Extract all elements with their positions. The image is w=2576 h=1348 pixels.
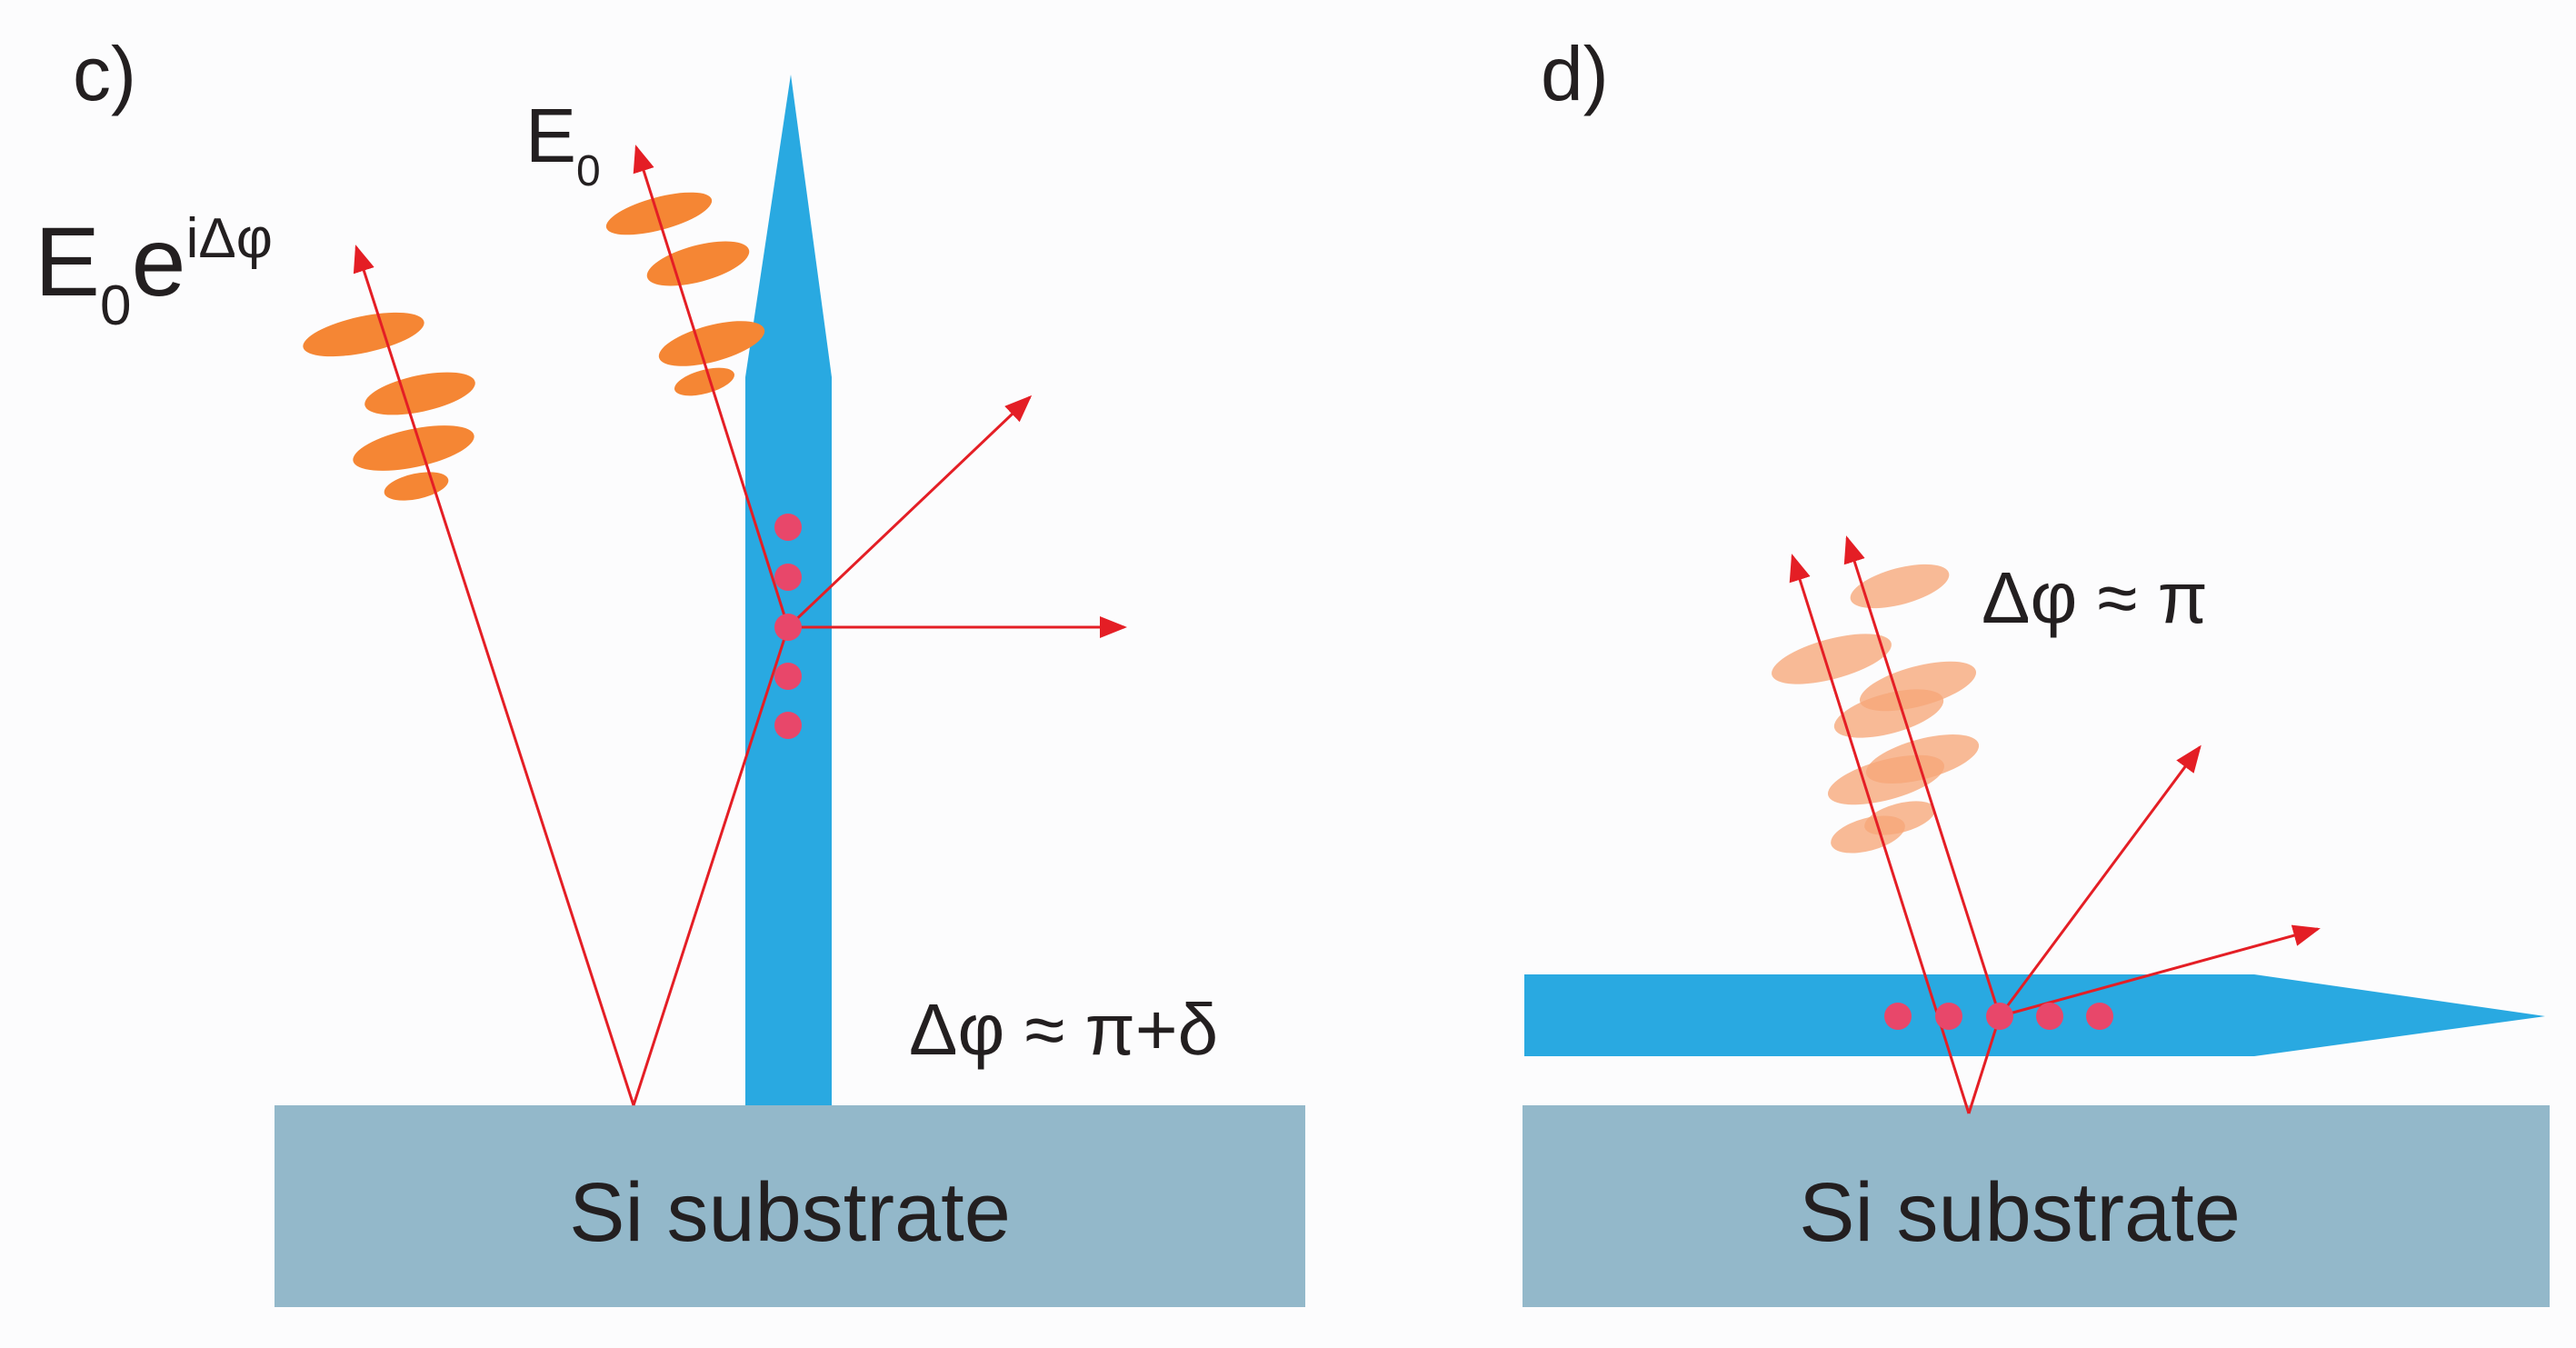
panel-d-dipoles bbox=[1884, 1003, 2113, 1030]
panel-d-scatter-up-beam bbox=[1998, 744, 2202, 1017]
panel-d-direct-beam bbox=[1843, 535, 2002, 1017]
panel-c-label: c) bbox=[73, 31, 136, 116]
panel-c-phase-label: Δφ ≈ π+δ bbox=[909, 989, 1218, 1070]
panel-d: d) Si substrate bbox=[1523, 31, 2550, 1307]
panel-c-substrate-to-tip-beam bbox=[632, 626, 790, 1106]
panel-c-reflected-beam bbox=[353, 245, 635, 1106]
panel-d-wave-packets bbox=[1772, 564, 1980, 854]
panel-c: c) Si substrate bbox=[35, 31, 1305, 1307]
panel-c-scatter-up-beam bbox=[786, 394, 1033, 629]
panel-c-wave-packet-reflected bbox=[303, 312, 475, 501]
panel-c-beams bbox=[353, 145, 1127, 1106]
panel-c-substrate-label: Si substrate bbox=[569, 1166, 1011, 1259]
panel-d-tip bbox=[1524, 974, 2545, 1056]
panel-c-reflected-field-label: E0eiΔφ bbox=[35, 206, 273, 337]
panel-c-substrate bbox=[275, 1105, 1305, 1307]
panel-c-dipoles bbox=[774, 514, 802, 739]
panel-c-direct-field-label: E0 bbox=[525, 93, 601, 195]
panel-d-scatter-right-beam bbox=[1999, 924, 2321, 1018]
panel-c-wave-packet-direct bbox=[605, 192, 765, 396]
panel-d-substrate-to-tip-beam bbox=[1967, 1015, 2002, 1114]
panel-d-substrate-label: Si substrate bbox=[1799, 1166, 2241, 1259]
panel-c-direct-beam bbox=[633, 145, 790, 628]
panel-d-phase-label: Δφ ≈ π bbox=[1982, 557, 2208, 638]
panel-d-label: d) bbox=[1541, 31, 1609, 116]
panel-d-substrate bbox=[1523, 1105, 2550, 1307]
